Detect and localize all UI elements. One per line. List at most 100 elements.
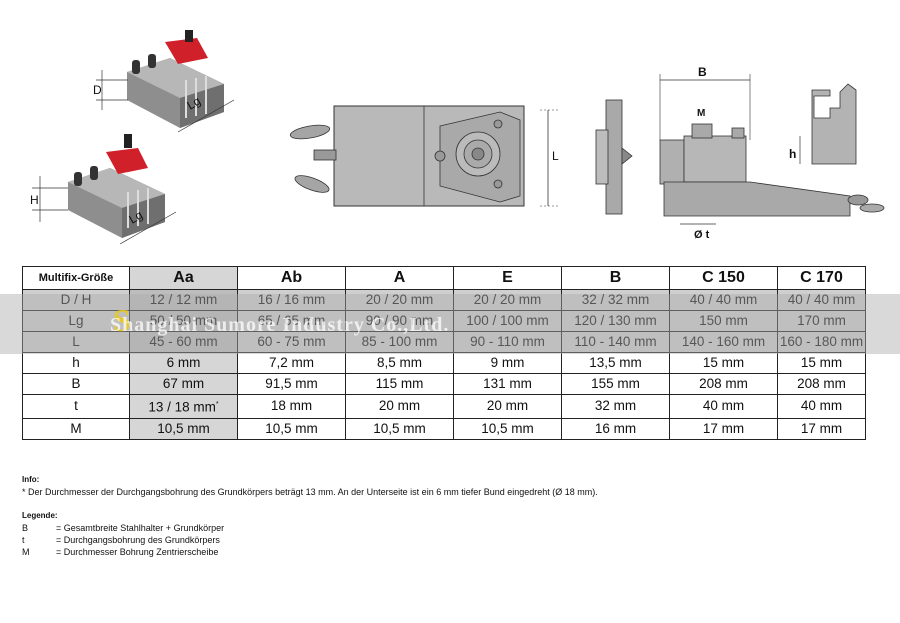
table-row: L 45 - 60 mm 60 - 75 mm 85 - 100 mm 90 -… (22, 331, 866, 353)
table-cell: 170 mm (777, 310, 866, 332)
legend-value: = Durchgangsbohrung des Grundkörpers (56, 535, 220, 545)
technical-drawings: D Lg H Lg L (30, 30, 885, 245)
table-cell: 17 mm (669, 417, 778, 440)
table-cell: 110 - 140 mm (561, 331, 670, 353)
table-cell: 50 / 50 mm (129, 310, 238, 332)
table-cell: 90 / 90 mm (345, 310, 454, 332)
col-header-aa: Aa (129, 266, 238, 290)
legend-item: t = Durchgangsbohrung des Grundkörpers (22, 534, 598, 546)
table-cell: 208 mm (669, 373, 778, 395)
legend-key: M (22, 547, 30, 557)
table-row: B 67 mm 91,5 mm 115 mm 131 mm 155 mm 208… (22, 373, 866, 395)
table-cell: 40 mm (669, 394, 778, 419)
table-cell: 120 / 130 mm (561, 310, 670, 332)
table-cell: 13,5 mm (561, 352, 670, 374)
detail-h-drawing: h (789, 83, 857, 165)
t-dimension-label: Ø t (694, 229, 710, 241)
table-cell: 15 mm (777, 352, 866, 374)
table-row: Lg 50 / 50 mm 65 / 65 mm 90 / 90 mm 100 … (22, 310, 866, 332)
table-header-row: Multifix-Größe Aa Ab A E B C 150 C 170 (22, 266, 866, 290)
table-cell: 91,5 mm (237, 373, 346, 395)
table-cell: 140 - 160 mm (669, 331, 778, 353)
table-cell: 45 - 60 mm (129, 331, 238, 353)
b-dimension-label: B (698, 65, 707, 79)
table-cell: 16 mm (561, 417, 670, 440)
info-heading: Info: (22, 475, 40, 484)
col-header-a: A (345, 266, 454, 290)
legend-value: = Gesamtbreite Stahlhalter + Grundkörper (56, 523, 225, 533)
legend-heading: Legende: (22, 511, 58, 520)
h-detail-label: h (789, 147, 796, 161)
row-label: h (22, 352, 130, 374)
table-cell: 9 mm (453, 352, 562, 374)
table-cell: 20 mm (345, 394, 454, 419)
table-cell: 160 - 180 mm (777, 331, 866, 353)
table-cell: 15 mm (669, 352, 778, 374)
info-text: * Der Durchmesser der Durchgangsbohrung … (22, 487, 598, 497)
front-view-drawing: B M Ø t (659, 65, 885, 241)
table-cell: 17 mm (777, 417, 866, 440)
table-cell: 12 / 12 mm (129, 289, 238, 311)
table-cell: 20 / 20 mm (345, 289, 454, 311)
row-label: M (22, 417, 130, 440)
row-label: D / H (22, 289, 130, 311)
table-row: h 6 mm 7,2 mm 8,5 mm 9 mm 13,5 mm 15 mm … (22, 352, 866, 374)
table-cell: 20 mm (453, 394, 562, 419)
legend-item: B = Gesamtbreite Stahlhalter + Grundkörp… (22, 522, 598, 534)
table-cell: 7,2 mm (237, 352, 346, 374)
lg-dimension-label-top: Lg (185, 94, 204, 113)
table-cell: 90 - 110 mm (453, 331, 562, 353)
notes-section: Info: * Der Durchmesser der Durchgangsbo… (22, 474, 598, 558)
table-cell: 65 / 65 mm (237, 310, 346, 332)
h-dimension-label: H (30, 193, 39, 207)
table-cell: 40 mm (777, 394, 866, 419)
multifix-size-table-container: Multifix-Größe Aa Ab A E B C 150 C 170 D… (22, 266, 866, 440)
m-dimension-label: M (697, 108, 705, 119)
table-cell: 20 / 20 mm (453, 289, 562, 311)
side-view-drawing (595, 99, 633, 215)
legend-key: B (22, 523, 29, 533)
col-header-c150: C 150 (669, 266, 778, 290)
table-cell: 208 mm (777, 373, 866, 395)
row-label: L (22, 331, 130, 353)
col-header-c170: C 170 (777, 266, 866, 290)
table-cell: 10,5 mm (129, 417, 238, 440)
table-cell: 131 mm (453, 373, 562, 395)
table-cell: 115 mm (345, 373, 454, 395)
row-label: B (22, 373, 130, 395)
top-view-drawing: L (289, 105, 560, 207)
table-cell: 10,5 mm (237, 417, 346, 440)
row-label: Lg (22, 310, 130, 332)
table-cell: 32 mm (561, 394, 670, 419)
legend-key: t (22, 535, 25, 545)
table-cell: 8,5 mm (345, 352, 454, 374)
tool-holder-d-illustration: D Lg (93, 30, 235, 133)
table-cell: 6 mm (129, 352, 238, 374)
tool-holder-h-illustration: H Lg (30, 134, 177, 245)
header-title: Multifix-Größe (22, 266, 130, 290)
legend-item: M = Durchmesser Bohrung Zentrierscheibe (22, 546, 598, 558)
table-cell: 40 / 40 mm (777, 289, 866, 311)
table-cell: 18 mm (237, 394, 346, 419)
multifix-size-table: Multifix-Größe Aa Ab A E B C 150 C 170 D… (22, 266, 866, 440)
table-cell: 40 / 40 mm (669, 289, 778, 311)
row-label: t (22, 394, 130, 419)
footnote-marker: * (215, 401, 219, 408)
table-row: M 10,5 mm 10,5 mm 10,5 mm 10,5 mm 16 mm … (22, 417, 866, 440)
table-cell-with-footnote: 13 / 18 mm* (129, 394, 238, 419)
watermark-text: Shanghai Sumore Industry Co.,Ltd. (110, 314, 450, 336)
col-header-e: E (453, 266, 562, 290)
watermark-logo: S (113, 302, 131, 338)
legend-value: = Durchmesser Bohrung Zentrierscheibe (56, 547, 219, 557)
l-dimension-label: L (552, 149, 559, 163)
table-cell: 67 mm (129, 373, 238, 395)
table-row: t 13 / 18 mm* 18 mm 20 mm 20 mm 32 mm 40… (22, 394, 866, 419)
table-cell: 100 / 100 mm (453, 310, 562, 332)
table-row: D / H 12 / 12 mm 16 / 16 mm 20 / 20 mm 2… (22, 289, 866, 311)
d-dimension-label: D (93, 83, 102, 97)
table-cell: 32 / 32 mm (561, 289, 670, 311)
table-cell: 10,5 mm (453, 417, 562, 440)
table-cell: 10,5 mm (345, 417, 454, 440)
table-cell: 150 mm (669, 310, 778, 332)
table-cell: 155 mm (561, 373, 670, 395)
